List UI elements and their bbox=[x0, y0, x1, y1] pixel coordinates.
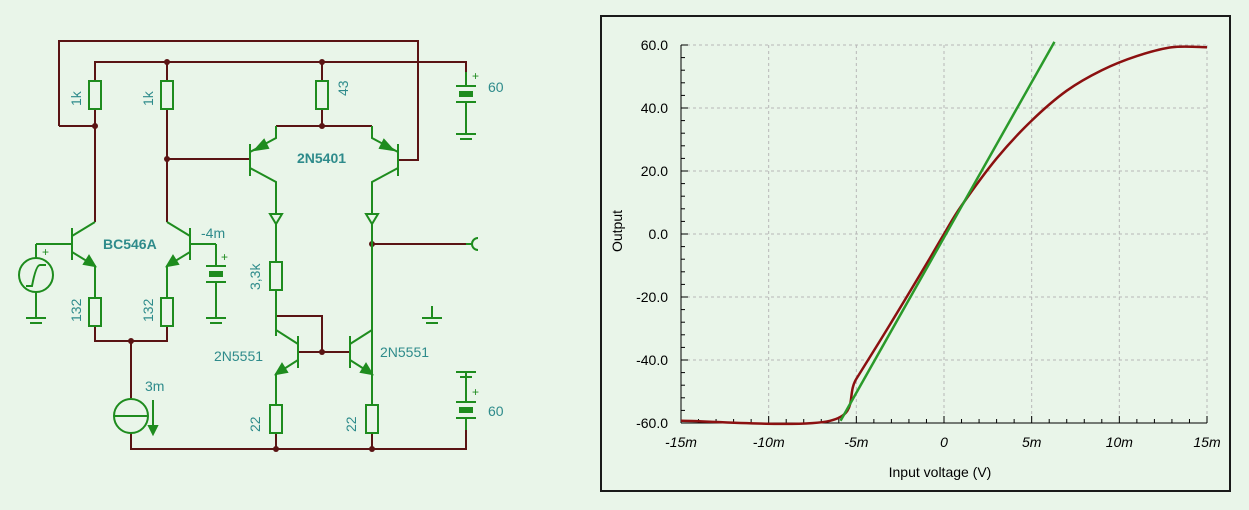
resistor-22-left[interactable] bbox=[269, 404, 283, 434]
label-2n5401: 2N5401 bbox=[297, 150, 346, 166]
label-battery-small: -4m bbox=[201, 225, 225, 241]
x-axis-label: Input voltage (V) bbox=[889, 464, 992, 480]
transistor-npn-right[interactable] bbox=[165, 221, 198, 298]
ground-battery-small bbox=[206, 317, 226, 324]
resistor-132-right[interactable] bbox=[160, 297, 174, 327]
label-2n5551-right: 2N5551 bbox=[380, 344, 429, 360]
wire-bottom-rail bbox=[130, 430, 467, 450]
y-tick-label: -20.0 bbox=[636, 289, 668, 305]
transistor-mirror-left[interactable] bbox=[274, 316, 299, 405]
x-tick-labels: -15m -10m -5m 0 5m 10m 15m bbox=[665, 434, 1221, 450]
resistor-43[interactable] bbox=[315, 80, 329, 110]
circuit-schematic: + + + bbox=[18, 40, 504, 452]
y-axis-label: Output bbox=[609, 210, 625, 252]
x-tick-label: -5m bbox=[844, 434, 868, 450]
resistor-1k-left[interactable] bbox=[88, 80, 102, 110]
svg-text:+: + bbox=[472, 385, 479, 399]
label-r1k-mid: 1k bbox=[140, 90, 156, 106]
x-tick-label: -10m bbox=[753, 434, 785, 450]
components: + + + bbox=[18, 69, 479, 437]
junctions bbox=[92, 59, 375, 452]
label-bc546a: BC546A bbox=[103, 236, 157, 252]
y-tick-labels: 60.0 40.0 20.0 0.0 -20.0 -40.0 -60.0 bbox=[636, 37, 668, 431]
battery-top[interactable] bbox=[456, 72, 476, 134]
label-battery-top: 60 bbox=[488, 79, 504, 95]
label-r132-right: 132 bbox=[140, 298, 156, 322]
transistor-pnp-left[interactable] bbox=[249, 126, 284, 262]
wire-top-rail bbox=[94, 61, 467, 81]
svg-text:+: + bbox=[221, 250, 228, 264]
y-tick-label: 60.0 bbox=[641, 37, 668, 53]
y-tick-label: 0.0 bbox=[649, 226, 669, 242]
y-tick-label: -40.0 bbox=[636, 352, 668, 368]
label-r132-left: 132 bbox=[68, 298, 84, 322]
series-line-2 bbox=[839, 41, 1056, 422]
output-terminal[interactable] bbox=[471, 237, 479, 251]
schematic-labels: 1k 1k 43 60 2N5401 BC546A -4m 3,3k 132 1… bbox=[68, 79, 504, 432]
label-r43: 43 bbox=[335, 80, 351, 96]
ground-mid bbox=[422, 306, 442, 324]
wire-feedback-loop bbox=[58, 40, 419, 161]
axes bbox=[680, 44, 1208, 424]
label-battery-bottom: 60 bbox=[488, 403, 504, 419]
x-tick-label: 0 bbox=[940, 434, 948, 450]
signal-source[interactable] bbox=[18, 244, 54, 318]
resistor-3k3[interactable] bbox=[269, 261, 283, 291]
svg-text:+: + bbox=[42, 245, 49, 259]
ground-signal bbox=[26, 317, 46, 324]
wire-mirror-diode bbox=[276, 315, 323, 352]
x-tick-label: 10m bbox=[1106, 434, 1134, 450]
label-current-source: 3m bbox=[145, 378, 164, 394]
label-2n5551-left: 2N5551 bbox=[214, 348, 263, 364]
x-tick-label: -15m bbox=[665, 434, 697, 450]
label-r3k3: 3,3k bbox=[247, 263, 263, 290]
label-r22-right: 22 bbox=[343, 416, 359, 432]
label-r22-left: 22 bbox=[247, 416, 263, 432]
y-tick-label: 40.0 bbox=[641, 100, 668, 116]
x-tick-label: 5m bbox=[1022, 434, 1042, 450]
x-tick-label: 15m bbox=[1193, 434, 1221, 450]
resistor-1k-mid[interactable] bbox=[160, 80, 174, 110]
resistor-22-right[interactable] bbox=[365, 404, 379, 434]
transistor-npn-left[interactable] bbox=[36, 221, 97, 298]
series-lines bbox=[680, 41, 1208, 426]
current-source[interactable] bbox=[113, 398, 159, 437]
ground-battery-bottom bbox=[456, 371, 476, 378]
transistor-pnp-right[interactable] bbox=[364, 126, 399, 405]
resistor-132-left[interactable] bbox=[88, 297, 102, 327]
ground-battery-top bbox=[456, 133, 476, 140]
transfer-curve-chart: 60.040.020.00.0-20.0-40.0-60.0 -15m-10m-… bbox=[609, 37, 1221, 480]
y-tick-label: 20.0 bbox=[641, 163, 668, 179]
battery-bottom[interactable] bbox=[456, 372, 476, 430]
svg-text:+: + bbox=[472, 69, 479, 83]
label-r1k-left: 1k bbox=[68, 90, 84, 106]
y-tick-label: -60.0 bbox=[636, 415, 668, 431]
battery-small[interactable] bbox=[198, 243, 226, 318]
transistor-mirror-right[interactable] bbox=[349, 329, 374, 376]
